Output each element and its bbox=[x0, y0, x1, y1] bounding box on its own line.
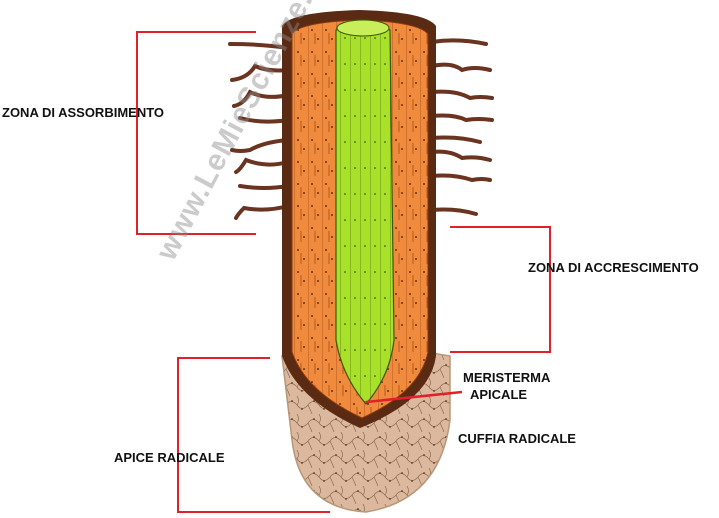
bracket-assorbimento bbox=[136, 31, 256, 235]
pointer-meristema bbox=[365, 390, 463, 404]
label-meristema-line2: APICALE bbox=[470, 387, 528, 402]
label-meristema-line1: MERISTERMA bbox=[463, 370, 551, 385]
stele bbox=[335, 23, 395, 405]
root-hairs-right bbox=[430, 38, 494, 216]
label-cuffia-radicale: CUFFIA RADICALE bbox=[458, 431, 576, 446]
stele-top bbox=[336, 19, 390, 37]
label-zona-accrescimento: ZONA DI ACCRESCIMENTO bbox=[528, 260, 699, 275]
bracket-accrescimento bbox=[450, 226, 551, 353]
label-apice-radicale: APICE RADICALE bbox=[114, 450, 225, 465]
bracket-apice bbox=[177, 357, 330, 513]
label-zona-assorbimento: ZONA DI ASSORBIMENTO bbox=[2, 105, 165, 120]
